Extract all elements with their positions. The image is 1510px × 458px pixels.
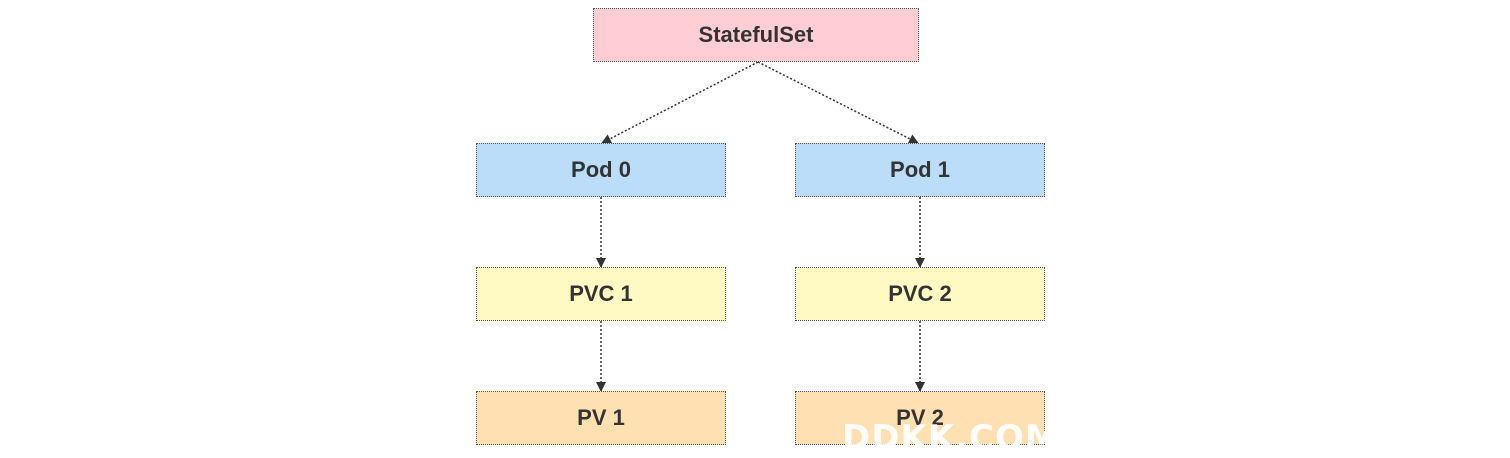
pod-0-node: Pod 0	[476, 143, 726, 197]
pvc-1-node: PVC 1	[476, 267, 726, 321]
statefulset-node: StatefulSet	[593, 8, 919, 62]
pv-1-node: PV 1	[476, 391, 726, 445]
pvc-2-node: PVC 2	[795, 267, 1045, 321]
edge-statefulset-pod1	[757, 61, 919, 144]
pv-2-node: PV 2	[795, 391, 1045, 445]
pod-1-node: Pod 1	[795, 143, 1045, 197]
edge-statefulset-pod0	[601, 61, 759, 144]
